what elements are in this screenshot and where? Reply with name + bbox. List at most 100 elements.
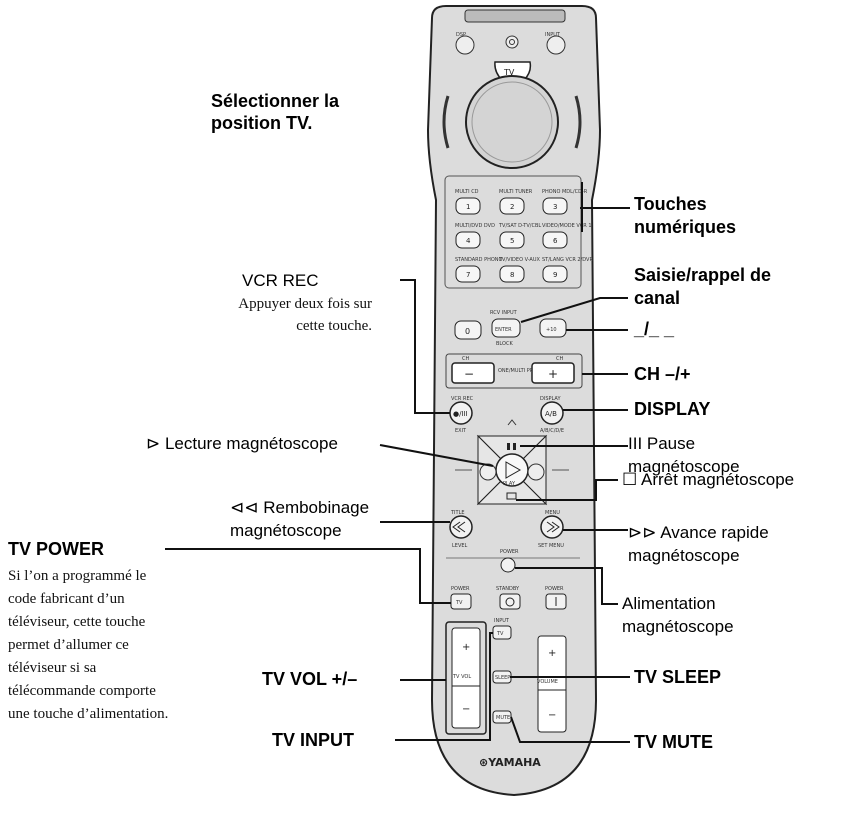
num-key-2[interactable] xyxy=(499,197,525,215)
enter-key-label: ENTER xyxy=(495,327,512,333)
select-tv-label-2: position TV. xyxy=(211,113,313,133)
block-label: BLOCK xyxy=(496,341,513,347)
standby-button[interactable] xyxy=(499,593,521,610)
tv-power-note-line: une touche d’alimentation. xyxy=(8,706,169,722)
select-tv-label: Sélectionner la xyxy=(211,91,340,111)
num-key-label: 4 xyxy=(466,237,471,245)
svg-text:−: − xyxy=(548,710,556,721)
num-key-label: 3 xyxy=(553,203,557,211)
plus10-key[interactable] xyxy=(539,318,567,338)
num-key-9[interactable] xyxy=(542,265,568,283)
ch-label-right: CH xyxy=(556,356,563,362)
stop-label: ☐ Arrêt magnétoscope xyxy=(622,470,795,489)
ch-label: CH –/+ xyxy=(634,364,691,384)
plus10-key-label: +10 xyxy=(546,327,557,333)
pause-label-2: magnétoscope xyxy=(628,457,740,476)
ffwd-label-2: magnétoscope xyxy=(628,546,740,565)
ch-minus-button[interactable] xyxy=(451,362,495,384)
num-key-3[interactable] xyxy=(542,197,568,215)
exit-label: EXIT xyxy=(455,428,467,434)
tv-power-note-line: téléviseur si sa xyxy=(8,660,97,676)
ch-block xyxy=(445,353,583,389)
tv-selector-label: TV xyxy=(503,68,515,77)
tv-vol-frame xyxy=(445,621,487,735)
input-button[interactable] xyxy=(546,35,566,55)
callout-lines xyxy=(165,182,630,743)
ffwd-side-button[interactable] xyxy=(527,463,545,481)
level-label: LEVEL xyxy=(452,543,468,549)
ffwd-label: ⊳⊳ Avance rapide xyxy=(628,523,769,542)
num-key-1[interactable] xyxy=(455,197,481,215)
num-key-7[interactable] xyxy=(455,265,481,283)
ch-plus-label: + xyxy=(548,367,558,381)
dash-label: _/_ _ xyxy=(634,319,675,339)
ch-plus-button[interactable] xyxy=(531,362,575,384)
pause-label: III Pause xyxy=(628,434,696,453)
num-key-caption: STANDARD PHONO xyxy=(455,257,503,263)
ch-label-left: CH xyxy=(462,356,469,362)
num-key-label: 2 xyxy=(510,203,514,211)
dsp-label: DSP xyxy=(456,32,466,38)
numeric-keys-label: Touches xyxy=(634,194,707,214)
tv-power-note-line: Si l’on a programmé le xyxy=(8,568,147,584)
num-key-caption: TV/SAT D-TV/CBL xyxy=(498,223,541,229)
top-slot xyxy=(464,9,566,23)
num-key-label: 5 xyxy=(510,237,514,245)
selector-dial[interactable] xyxy=(465,75,559,169)
saisie-label: Saisie/rappel de xyxy=(634,265,772,285)
svg-text:−: − xyxy=(462,704,470,715)
num-key-5[interactable] xyxy=(499,231,525,249)
vcr-power-button[interactable] xyxy=(500,557,516,573)
power-right-label: POWER xyxy=(545,586,564,592)
zero-key-label: 0 xyxy=(465,327,470,336)
num-key-caption: PHONO MDL/CD-R xyxy=(542,189,588,195)
vcr-rec-note: Appuyer deux fois sur xyxy=(238,296,372,312)
saisie-label-2: canal xyxy=(634,288,681,308)
mute-key-label: MUTE xyxy=(496,715,510,721)
num-key-label: 1 xyxy=(466,203,470,211)
display-small-label: DISPLAY xyxy=(540,396,561,402)
volume-small-label: VOLUME xyxy=(537,679,558,685)
set-menu-label: SET MENU xyxy=(538,543,564,549)
tv-power-note-line: télécommande comporte xyxy=(8,683,156,699)
svg-text:+: + xyxy=(548,648,556,659)
zero-key[interactable] xyxy=(454,320,482,340)
num-key-6[interactable] xyxy=(542,231,568,249)
center-small-button[interactable] xyxy=(505,35,519,49)
play-label: ⊳ Lecture magnétoscope xyxy=(146,434,338,453)
vcr-power-small-label: POWER xyxy=(500,549,519,555)
tv-input-label: TV INPUT xyxy=(272,730,355,750)
vcr-rec-note-2: cette touche. xyxy=(296,318,372,334)
yamaha-logo: ⊛YAMAHA xyxy=(479,756,541,769)
ch-center-label: ONE/MULTI PRESET xyxy=(498,368,547,374)
num-key-label: 7 xyxy=(466,271,470,279)
tv-power-small-label: POWER xyxy=(451,586,470,592)
abcde-label: A/B/C/D/E xyxy=(540,428,564,434)
tv-power-button[interactable] xyxy=(450,593,472,610)
volume-rocker[interactable] xyxy=(537,635,567,733)
rew-side-button[interactable] xyxy=(479,463,497,481)
tv-power-note-line: téléviseur, cette touche xyxy=(8,614,146,630)
vcr-rec-key-label: ●/III xyxy=(453,410,468,418)
tv-vol-small-label: TV VOL xyxy=(452,674,471,680)
svg-text:+: + xyxy=(462,642,470,653)
rewind-button[interactable] xyxy=(449,515,473,539)
input-label: INPUT xyxy=(545,32,561,38)
sleep-key-label: SLEEP xyxy=(495,675,510,681)
ffwd-button[interactable] xyxy=(540,515,564,539)
enter-key[interactable] xyxy=(491,318,521,338)
dsp-button[interactable] xyxy=(455,35,475,55)
num-key-label: 9 xyxy=(553,271,557,279)
num-key-8[interactable] xyxy=(499,265,525,283)
display-button[interactable] xyxy=(540,401,564,425)
tv-power-label: TV POWER xyxy=(8,539,105,559)
vcr-rec-small-label: VCR REC xyxy=(451,396,474,402)
standby-label: STANDBY xyxy=(496,586,520,592)
tv-vol-rocker[interactable] xyxy=(451,627,481,729)
vcr-power-label-2: magnétoscope xyxy=(622,617,734,636)
vcr-power-label: Alimentation xyxy=(622,594,716,613)
num-key-caption: MULTI TUNER xyxy=(499,189,533,195)
num-key-4[interactable] xyxy=(455,231,481,249)
num-key-caption: MULTI/DVD DVD xyxy=(455,223,495,229)
